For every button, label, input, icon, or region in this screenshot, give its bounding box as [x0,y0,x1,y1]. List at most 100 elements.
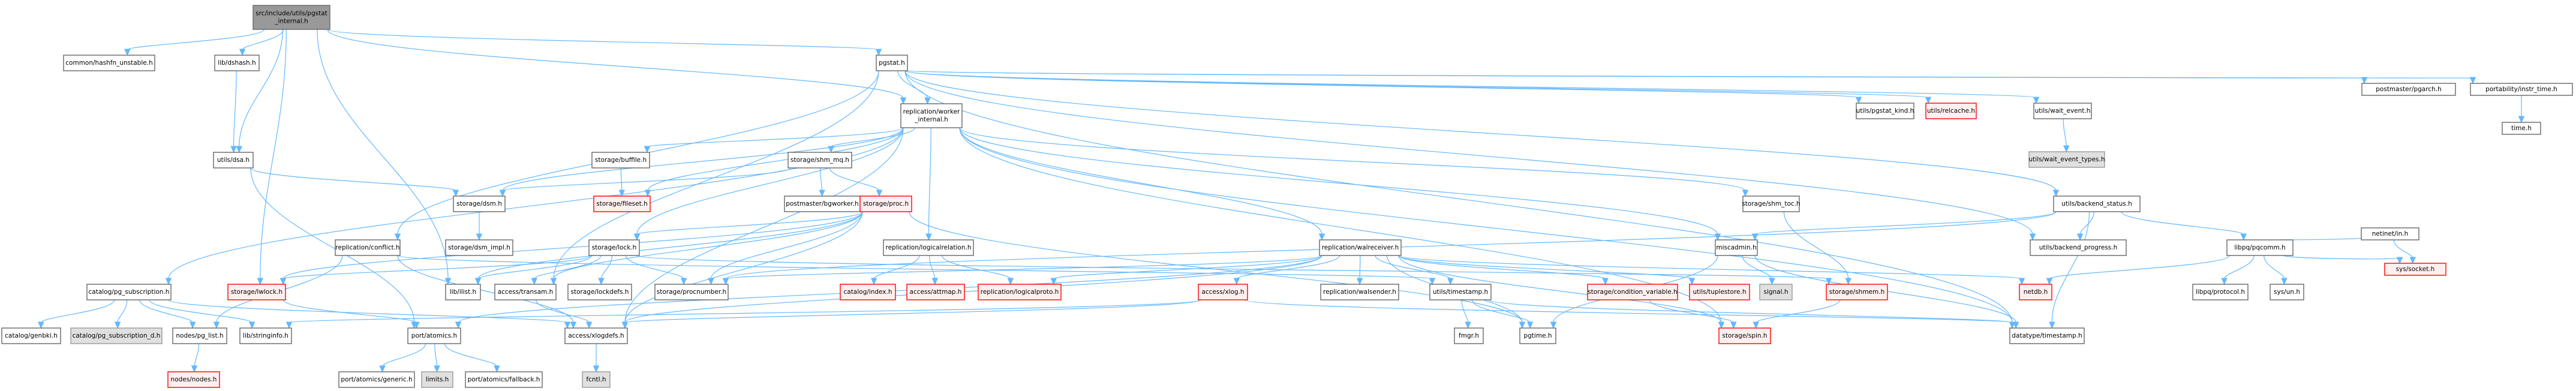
node-netdb-h[interactable]: netdb.h [2019,284,2052,300]
node-storage-fileset-h[interactable]: storage/fileset.h [593,196,651,212]
node-port-atomics-generic-h[interactable]: port/atomics/generic.h [338,371,415,388]
node-fcntl-h[interactable]: fcntl.h [582,371,611,388]
node-time-h[interactable]: time.h [2502,122,2541,135]
node-sys-un-h[interactable]: sys/un.h [2270,284,2304,300]
edge-line [282,255,592,279]
node-utils-tuplestore-h[interactable]: utils/tuplestore.h [1689,284,1750,300]
node-label: storage/buffile.h [595,157,647,164]
node-storage-procnumber-h[interactable]: storage/procnumber.h [654,284,729,300]
edge-walreceiver-to-spin [1398,255,1725,329]
node-lib-dshash-h[interactable]: lib/dshash.h [214,55,260,71]
edge-line [904,70,2365,79]
node-label: storage/proc.h [863,200,909,207]
edge-conflict-to-utimestamp [397,255,1436,285]
node-utils-dsa-h[interactable]: utils/dsa.h [213,152,254,169]
edge-line [168,299,568,323]
edge-line [904,70,2473,79]
arrowhead-icon [2052,190,2060,197]
edge-line [250,167,415,323]
node-box [2270,284,2304,300]
node-replication-walreceiver-h[interactable]: replication/walreceiver.h [1319,239,1402,256]
node-utils-pgstat-kind-h[interactable]: utils/pgstat_kind.h [1856,103,1914,119]
node-catalog-index-h[interactable]: catalog/index.h [840,284,896,300]
edge-pgsub-to-genbki [38,299,115,329]
node-libpq-pqcomm-h[interactable]: libpq/pqcomm.h [2226,239,2294,256]
node-catalog-genbki-h[interactable]: catalog/genbki.h [1,327,61,344]
node-storage-proc-h[interactable]: storage/proc.h [859,196,912,212]
node-utils-backend-progress-h[interactable]: utils/backend_progress.h [2030,239,2127,256]
node-storage-lock-h[interactable]: storage/lock.h [588,239,640,256]
node-access-transam-h[interactable]: access/transam.h [494,284,557,300]
edge-line [502,167,791,191]
node-box [1826,284,1888,300]
node-utils-wait-event-h[interactable]: utils/wait_event.h [2033,103,2092,119]
edge-line [929,255,936,279]
node-access-xlogdefs-h[interactable]: access/xlogdefs.h [564,327,628,344]
node-access-attmap-h[interactable]: access/attmap.h [906,284,965,300]
node-miscadmin-h[interactable]: miscadmin.h [1715,239,1758,256]
node-storage-dsm-impl-h[interactable]: storage/dsm_impl.h [445,239,513,256]
node-port-atomics-fallback-h[interactable]: port/atomics/fallback.h [465,371,543,388]
node-replication-logicalrelation-h[interactable]: replication/logicalrelation.h [883,239,974,256]
node-box [582,371,611,388]
node-replication-worker-internal-h[interactable]: replication/worker_internal.h [900,103,963,128]
node-fmgr-h[interactable]: fmgr.h [1454,327,1484,344]
node-common-hashfn-unstable-h[interactable]: common/hashfn_unstable.h [63,55,155,71]
node-catalog-pg-subscription-d-h[interactable]: catalog/pg_subscription_d.h [70,327,163,344]
edge-lock-to-lockdefs [598,255,612,285]
node-utils-wait-event-types-h[interactable]: utils/wait_event_types.h [2028,151,2105,168]
node-storage-shm-toc-h[interactable]: storage/shm_toc.h [1742,196,1801,212]
node-nodes-nodes-h[interactable]: nodes/nodes.h [167,371,220,388]
node-storage-shm-mq-h[interactable]: storage/shm_mq.h [787,152,852,169]
edge-pqcomm-to-sysun [2264,255,2288,285]
node-label: catalog/genbki.h [5,332,58,339]
node-lib-ilist-h[interactable]: lib/ilist.h [445,284,481,300]
node-lib-stringinfo-h[interactable]: lib/stringinfo.h [239,327,292,344]
node-netinet-in-h[interactable]: netinet/in.h [2361,227,2419,240]
node-label: access/attmap.h [910,288,962,296]
node-sys-socket-h[interactable]: sys/socket.h [2384,263,2446,276]
node-storage-lockdefs-h[interactable]: storage/lockdefs.h [567,284,632,300]
node-access-xlog-h[interactable]: access/xlog.h [1198,284,1248,300]
node-replication-conflict-h[interactable]: replication/conflict.h [335,239,401,256]
node-label: storage/dsm.h [456,200,502,207]
node-catalog-pg-subscription-h[interactable]: catalog/pg_subscription.h [86,284,172,300]
node-postmaster-bgworker-h[interactable]: postmaster/bgworker.h [784,196,861,212]
node-label: sys/socket.h [2396,266,2435,273]
node-replication-logicalproto-h[interactable]: replication/logicalproto.h [978,284,1062,300]
node-limits-h[interactable]: limits.h [421,371,453,388]
node-utils-timestamp-h[interactable]: utils/timestamp.h [1429,284,1492,300]
node-pgstat-h[interactable]: pgstat.h [876,55,908,71]
node-pgtime-h[interactable]: pgtime.h [1519,327,1556,344]
node-src-include-utils-pgstat-internal-h[interactable]: src/include/utils/pgstat_internal.h [253,5,330,30]
node-storage-condition-variable-h[interactable]: storage/condition_variable.h [1587,284,1678,300]
arrowhead-icon [680,278,687,285]
node-storage-lwlock-h[interactable]: storage/lwlock.h [227,284,286,300]
node-storage-buffile-h[interactable]: storage/buffile.h [591,152,650,169]
node-storage-spin-h[interactable]: storage/spin.h [1718,327,1771,344]
node-storage-dsm-h[interactable]: storage/dsm.h [453,196,506,212]
edge-atomics-to-fallback [444,343,500,373]
node-utils-relcache-h[interactable]: utils/relcache.h [1925,103,1977,119]
node-storage-shmem-h[interactable]: storage/shmem.h [1826,284,1888,300]
edge-line [477,255,592,279]
edge-line [624,211,863,323]
node-postmaster-pgarch-h[interactable]: postmaster/pgarch.h [2361,83,2456,96]
node-box [335,239,401,256]
arrowhead-icon [452,190,459,197]
node-label: catalog/pg_subscription.h [89,288,170,296]
node-signal-h[interactable]: signal.h [1759,284,1793,300]
node-portability-instr-time-h[interactable]: portability/instr_time.h [2470,83,2573,96]
edge-line [904,70,1859,98]
node-libpq-protocol-h[interactable]: libpq/protocol.h [2192,284,2249,300]
node-label: time.h [2511,125,2532,132]
node-label: nodes/pg_list.h [176,332,223,339]
edge-pgstat-to-backendstatus [904,70,2060,197]
node-nodes-pg-list-h[interactable]: nodes/pg_list.h [172,327,227,344]
node-port-atomics-h[interactable]: port/atomics.h [407,327,461,344]
node-datatype-timestamp-h[interactable]: datatype/timestamp.h [2009,327,2085,344]
node-utils-backend-status-h[interactable]: utils/backend_status.h [2053,196,2141,212]
node-replication-walsender-h[interactable]: replication/walsender.h [1320,284,1399,300]
node-label: pgtime.h [1523,332,1552,339]
node-label: utils/timestamp.h [1433,288,1488,296]
